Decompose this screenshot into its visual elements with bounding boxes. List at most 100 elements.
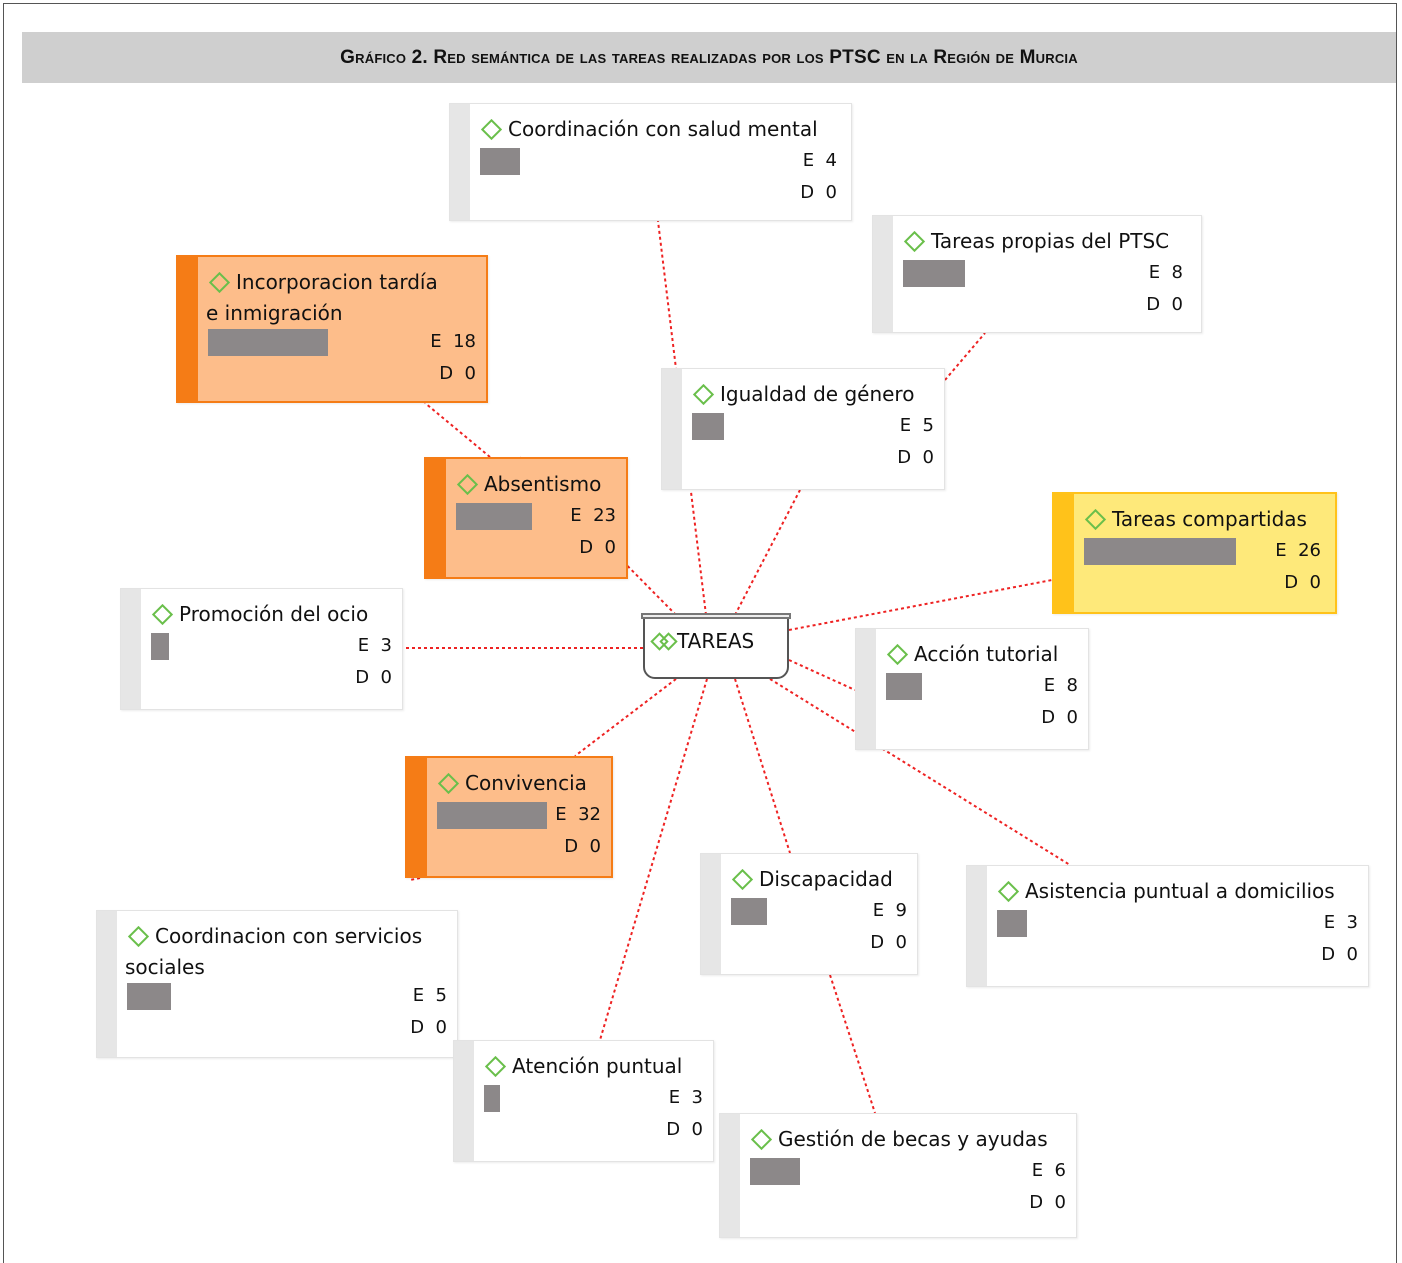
node-label: Atención puntual: [512, 1054, 683, 1078]
edge-absentismo-to-incorporacion-tardia: [424, 402, 491, 458]
node-stat-d: D 0: [439, 363, 476, 384]
diamond-code-icon: [456, 473, 479, 496]
edge-root-to-tareas-compartidas: [788, 579, 1053, 631]
node-title: Igualdad de género: [690, 379, 936, 410]
node-side-strip: [121, 589, 141, 709]
edge-convivencia-to-coordinacion-servicios-sociales: [409, 877, 421, 881]
node-stat-d: D 0: [1284, 572, 1321, 593]
node-stat-e: E 5: [413, 985, 447, 1006]
node-side-strip: [97, 911, 117, 1057]
stat-e-value: 3: [380, 635, 392, 656]
edge-root-to-asistencia-domicilios: [769, 678, 1071, 866]
node-stat-d: D 0: [1321, 944, 1358, 965]
node-title: Gestión de becas y ayudas: [748, 1124, 1068, 1155]
node-label: Acción tutorial: [914, 642, 1059, 666]
diamond-code-icon: [997, 880, 1020, 903]
diamond-code-icon: [437, 772, 460, 795]
stat-e-key: E: [872, 900, 896, 921]
node-stat-e: E 3: [358, 635, 392, 656]
stat-d-value: 0: [604, 537, 616, 558]
stat-e-key: E: [1031, 1160, 1055, 1181]
stat-e-value: 3: [1346, 912, 1358, 933]
node-label: Convivencia: [465, 771, 587, 795]
node-side-strip: [450, 104, 470, 220]
node-stat-e: E 9: [873, 900, 907, 921]
stat-e-value: 8: [1171, 262, 1183, 283]
node-stat-e: E 3: [1324, 912, 1358, 933]
node-side-strip: [426, 459, 446, 577]
node-title: Discapacidad: [729, 864, 909, 895]
node-side-strip: [178, 257, 198, 401]
stat-e-value: 5: [922, 415, 934, 436]
stat-e-key: E: [899, 415, 923, 436]
node-frequency-bar: [1084, 538, 1236, 565]
node-title: Incorporacion tardía e inmigración: [206, 267, 456, 329]
node-title: Coordinacion con servicios sociales: [125, 921, 445, 983]
node-side-strip: [720, 1114, 740, 1237]
node-frequency-bar: [127, 983, 171, 1010]
stat-d-key: D: [1146, 294, 1172, 315]
diamond-code-icon: [731, 868, 754, 891]
node-stat-d: D 0: [870, 932, 907, 953]
stat-d-key: D: [800, 182, 826, 203]
node-label: Gestión de becas y ayudas: [778, 1127, 1048, 1151]
node-stat-d: D 0: [564, 836, 601, 857]
stat-e-value: 18: [453, 331, 476, 352]
edge-igualdad-genero-to-tareas-propias: [944, 332, 986, 381]
node-frequency-bar: [903, 260, 965, 287]
node-side-strip: [701, 854, 721, 974]
stat-e-value: 8: [1066, 675, 1078, 696]
node-side-strip: [407, 758, 427, 876]
diamond-code-icon: [127, 925, 150, 948]
node-title: Coordinación con salud mental: [478, 114, 858, 145]
stat-d-key: D: [1041, 707, 1067, 728]
node-label: Tareas compartidas: [1112, 507, 1307, 531]
stat-d-value: 0: [589, 836, 601, 857]
node-stat-e: E 5: [900, 415, 934, 436]
diamond-code-icon: [208, 271, 231, 294]
node-title: Convivencia: [435, 768, 603, 799]
stat-e-value: 6: [1054, 1160, 1066, 1181]
node-title: Atención puntual: [482, 1051, 705, 1082]
node-title: Acción tutorial: [884, 639, 1080, 670]
node-side-strip: [454, 1041, 474, 1161]
stat-d-value: 0: [435, 1017, 447, 1038]
node-stat-e: E 32: [555, 804, 601, 825]
stat-e-value: 23: [593, 505, 616, 526]
node-side-strip: [1054, 494, 1074, 612]
node-label: Discapacidad: [759, 867, 893, 891]
node-stat-d: D 0: [800, 182, 837, 203]
stat-d-value: 0: [691, 1119, 703, 1140]
node-stat-d: D 0: [1146, 294, 1183, 315]
stat-e-value: 9: [895, 900, 907, 921]
edge-root-to-convivencia: [574, 678, 677, 757]
node-label: Coordinacion con servicios sociales: [125, 924, 423, 979]
stat-e-key: E: [668, 1087, 692, 1108]
root-node-tareas[interactable]: TAREAS: [641, 613, 791, 679]
edge-root-to-atencion-puntual: [599, 678, 708, 1041]
node-side-strip: [873, 216, 893, 332]
figure-title: Gráfico 2. Red semántica de las tareas r…: [22, 32, 1396, 83]
node-frequency-bar: [886, 673, 922, 700]
node-convivencia[interactable]: Convivencia E 32 D 0: [405, 756, 613, 878]
diamond-code-icon: [151, 603, 174, 626]
stat-e-value: 3: [691, 1087, 703, 1108]
stat-e-key: E: [1043, 675, 1067, 696]
node-stat-e: E 23: [570, 505, 616, 526]
root-node-lid: [641, 613, 791, 619]
stat-d-key: D: [1284, 572, 1310, 593]
node-label: Promoción del ocio: [179, 602, 369, 626]
